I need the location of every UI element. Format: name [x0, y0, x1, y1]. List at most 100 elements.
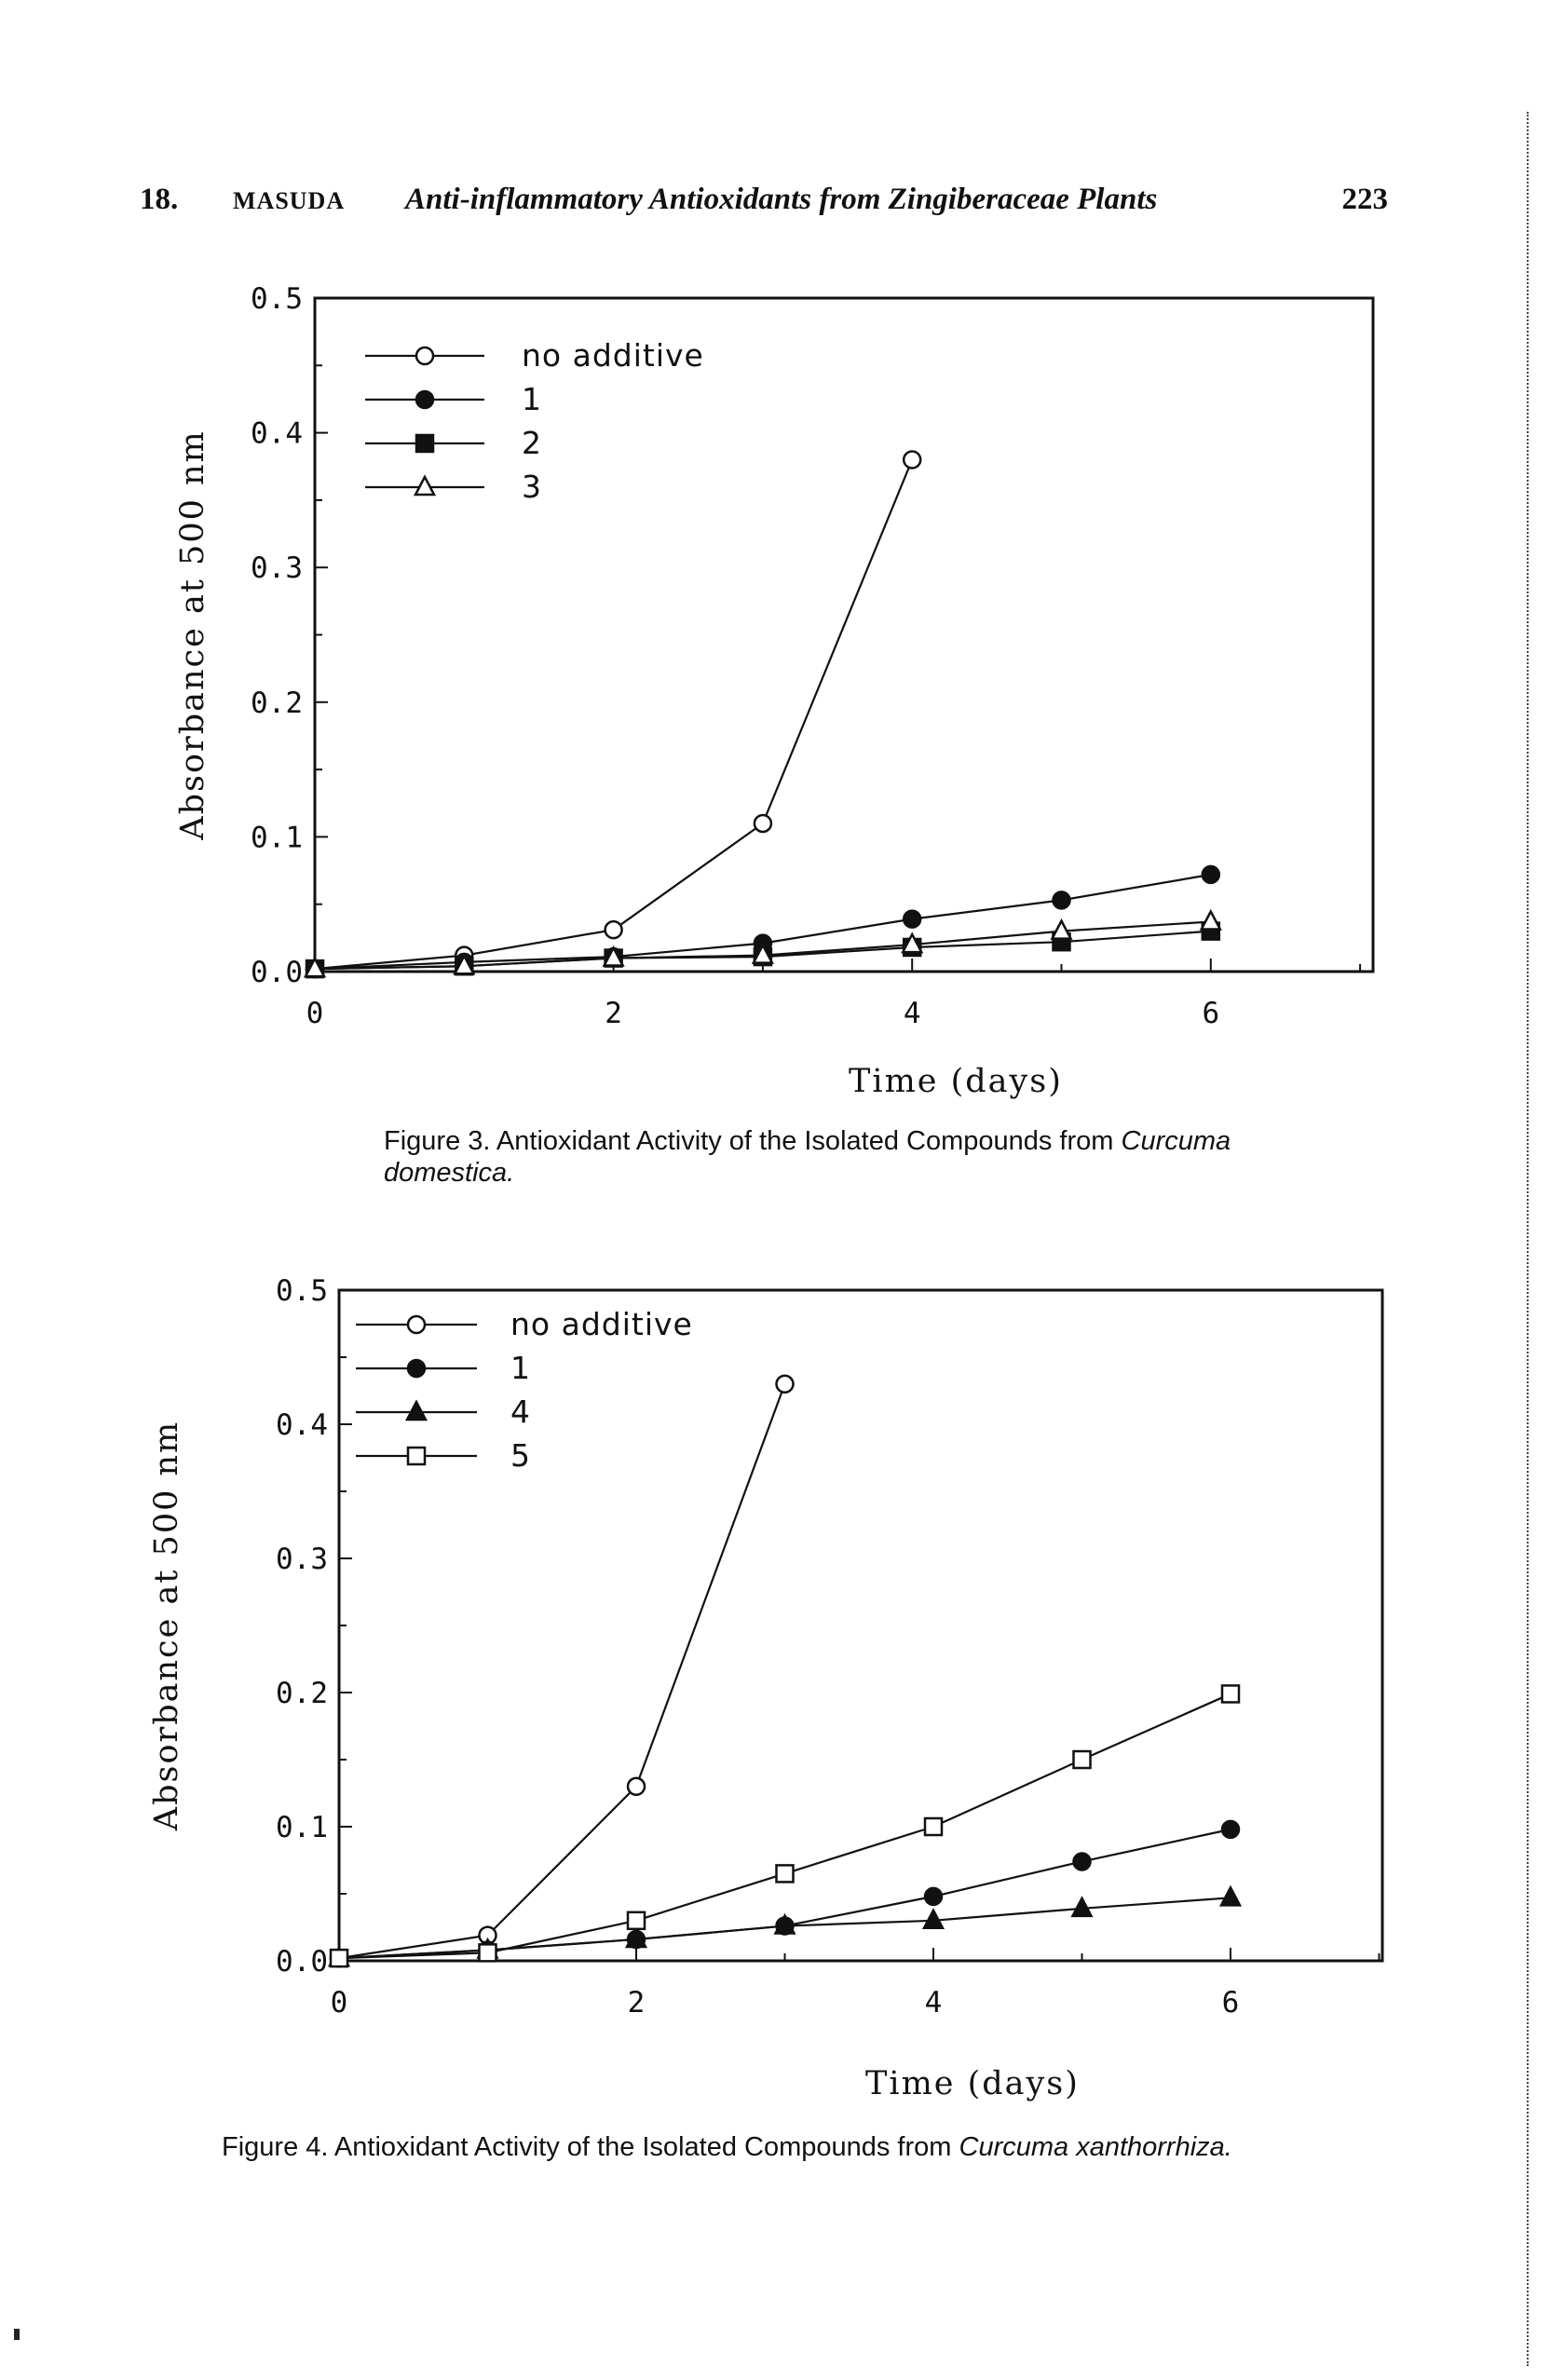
x-tick-label: 4: [904, 997, 921, 1030]
legend-label: 4: [510, 1394, 531, 1430]
legend-entry: 5: [356, 1437, 531, 1474]
data-point: [1050, 918, 1073, 940]
caption-text: Antioxidant Activity of the Isolated Com…: [496, 1126, 1114, 1156]
running-author: MASUDA: [233, 187, 346, 214]
data-point: [1220, 1819, 1241, 1840]
data-point: [1072, 1852, 1092, 1871]
figure-4-caption: Figure 4. Antioxidant Activity of the Is…: [222, 2131, 1340, 2163]
y-tick-label: 0.3: [251, 551, 303, 585]
data-point: [923, 1886, 944, 1907]
data-point: [1072, 1749, 1092, 1770]
legend-entry: no additive: [356, 1306, 693, 1342]
legend-marker: [406, 1446, 427, 1466]
data-point: [901, 932, 924, 954]
plot-frame: [337, 1288, 1384, 1963]
data-point: [751, 942, 774, 964]
legend-entry: 4: [356, 1394, 531, 1430]
y-tick-label: 0.3: [276, 1543, 328, 1576]
y-tick-label: 0.0: [251, 956, 303, 989]
figure-3-caption: Figure 3. Antioxidant Activity of the Is…: [384, 1125, 1343, 1189]
scan-margin-dot: [14, 2329, 20, 2340]
figure-3-chart: 0.0 0.1 0.2 0.3 0.4 0.5 0 2 4 6 Absorbance at 500 …: [174, 282, 1375, 1100]
data-point: [329, 1948, 349, 1968]
data-point: [1070, 1896, 1094, 1918]
y-tick-label: 0.2: [251, 687, 303, 720]
series-3: [303, 908, 1222, 978]
x-tick-label: 4: [925, 1986, 943, 2020]
data-point: [478, 1943, 497, 1963]
data-point: [1052, 891, 1071, 910]
x-axis-title: Time (days): [865, 2065, 1080, 2102]
legend-label: 5: [510, 1437, 531, 1474]
data-point: [453, 953, 476, 975]
data-point: [626, 1911, 646, 1931]
y-axis-title: Absorbance at 500 nm: [174, 429, 211, 840]
x-axis-title: Time (days): [849, 1063, 1063, 1100]
scan-margin-marks: [1527, 112, 1547, 2366]
y-tick-label: 0.4: [276, 1408, 328, 1442]
legend-marker: [404, 1399, 428, 1421]
data-point: [626, 1776, 646, 1797]
data-point: [775, 1374, 795, 1394]
y-tick-label: 0.1: [251, 821, 303, 854]
data-point: [624, 1926, 648, 1949]
running-title: Anti-inflammatory Antioxidants from Zing…: [405, 183, 1158, 216]
caption-text: Antioxidant Activity of the Isolated Com…: [333, 2132, 952, 2162]
legend-entry: no additive: [365, 337, 704, 374]
y-tick-label: 0.5: [251, 282, 303, 316]
chapter-number: 18.: [140, 183, 179, 216]
data-point: [923, 1816, 944, 1837]
caption-label: Figure 4.: [222, 2132, 329, 2162]
legend-label: 3: [522, 469, 542, 505]
legend-label: 2: [522, 425, 542, 461]
data-point: [773, 1912, 796, 1935]
y-axis-title: Absorbance at 500 nm: [148, 1421, 185, 1831]
y-tick-label: 0.5: [276, 1274, 328, 1308]
legend-label: no additive: [522, 337, 704, 374]
y-tick-label: 0.1: [276, 1811, 328, 1844]
legend-marker: [415, 346, 435, 366]
data-point: [1220, 1684, 1241, 1704]
data-point: [753, 813, 773, 834]
y-tick-label: 0.0: [276, 1945, 328, 1979]
legend-marker: [413, 474, 437, 496]
page-number: 223: [1341, 183, 1389, 216]
legend-entry: 2: [365, 425, 542, 461]
data-point: [604, 919, 623, 940]
legend-entry: 1: [365, 381, 542, 417]
legend-label: 1: [522, 381, 542, 417]
caption-label: Figure 3.: [384, 1126, 491, 1156]
legend-marker: [406, 1314, 427, 1335]
legend-label: no additive: [510, 1306, 693, 1342]
legend-label: 1: [510, 1350, 531, 1386]
caption-species: Curcuma xanthorrhiza.: [959, 2132, 1232, 2162]
x-tick-label: 6: [1202, 997, 1219, 1030]
data-point: [902, 909, 922, 929]
data-point: [775, 1864, 795, 1884]
caption-species: Curcuma domestica.: [384, 1126, 1231, 1188]
y-tick-label: 0.4: [251, 417, 303, 451]
x-tick-label: 0: [331, 1986, 348, 2020]
legend-marker: [415, 433, 435, 454]
data-point: [921, 1908, 945, 1930]
x-tick-label: 2: [628, 1986, 646, 2020]
y-tick-label: 0.2: [276, 1677, 328, 1710]
data-point: [1218, 1884, 1243, 1907]
x-tick-label: 0: [306, 997, 324, 1030]
data-point: [303, 956, 327, 978]
data-point: [602, 945, 625, 967]
legend-marker: [406, 1358, 427, 1379]
data-point: [902, 450, 922, 469]
legend-entry: 3: [365, 469, 542, 505]
x-tick-label: 2: [605, 997, 622, 1030]
series-1: [329, 1819, 1241, 1968]
data-point: [1201, 864, 1221, 885]
series-no-additive: [329, 1374, 795, 1968]
series-line: [338, 1383, 786, 1960]
series-5: [329, 1684, 1241, 1968]
legend-marker: [415, 389, 435, 410]
legend-entry: 1: [356, 1350, 531, 1386]
page-header: 18. MASUDA Anti-inflammatory Antioxidant…: [140, 183, 1388, 225]
series-line: [338, 1828, 1231, 1960]
